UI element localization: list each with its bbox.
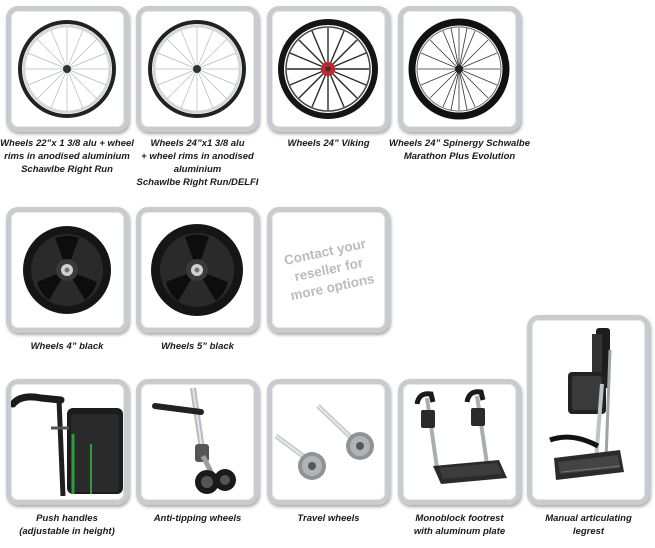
product-tile-wheels-22-alu xyxy=(6,6,129,132)
product-caption: Wheels 24”x1 3/8 alu + wheel rims in ano… xyxy=(136,138,259,188)
spoked-wheel-black-icon xyxy=(408,18,510,120)
spoked-wheel-silver-icon xyxy=(18,20,116,118)
caster-wheel-icon xyxy=(23,226,111,314)
spoked-wheel-red-hub-icon xyxy=(278,19,378,119)
product-tile-wheels-5-black xyxy=(136,207,259,333)
contact-reseller-text: Contact your reseller for more options xyxy=(282,235,376,304)
product-caption: Monoblock footrest with aluminum plate xyxy=(413,513,506,537)
contact-reseller-tile: Contact your reseller for more options xyxy=(267,207,390,333)
caster-wheel-icon xyxy=(151,224,243,316)
product-caption: Manual articulating legrest xyxy=(545,513,632,537)
push-handle-icon xyxy=(11,393,123,497)
product-tile-wheels-4-black xyxy=(6,207,129,333)
spoked-wheel-silver-icon xyxy=(148,20,246,118)
product-caption: Wheels 24” Viking xyxy=(287,138,370,149)
product-tile-articulating-legrest xyxy=(527,315,650,505)
anti-tipping-wheel-icon xyxy=(152,387,236,494)
product-tile-wheels-24-spinergy xyxy=(398,6,521,132)
footrest-icon xyxy=(414,389,507,484)
travel-wheels-icon xyxy=(274,404,374,480)
product-tile-anti-tipping-wheels xyxy=(136,379,259,505)
product-tile-travel-wheels xyxy=(267,379,390,505)
product-caption: Wheels 5” black xyxy=(161,341,234,352)
product-caption: Push handles (adjustable in height) xyxy=(19,513,115,537)
product-tile-wheels-24-viking xyxy=(267,6,390,132)
product-caption: Wheels 22”x 1 3/8 alu + wheel rims in an… xyxy=(0,138,134,175)
legrest-icon xyxy=(549,328,624,480)
product-tile-monoblock-footrest xyxy=(398,379,521,505)
product-caption: Anti-tipping wheels xyxy=(153,513,242,524)
product-caption: Wheels 24” Spinergy Schwalbe Marathon Pl… xyxy=(389,138,530,162)
product-tile-wheels-24-alu xyxy=(136,6,259,132)
product-caption: Wheels 4” black xyxy=(30,341,104,352)
product-caption: Travel wheels xyxy=(297,513,360,524)
product-tile-push-handles xyxy=(6,379,129,505)
